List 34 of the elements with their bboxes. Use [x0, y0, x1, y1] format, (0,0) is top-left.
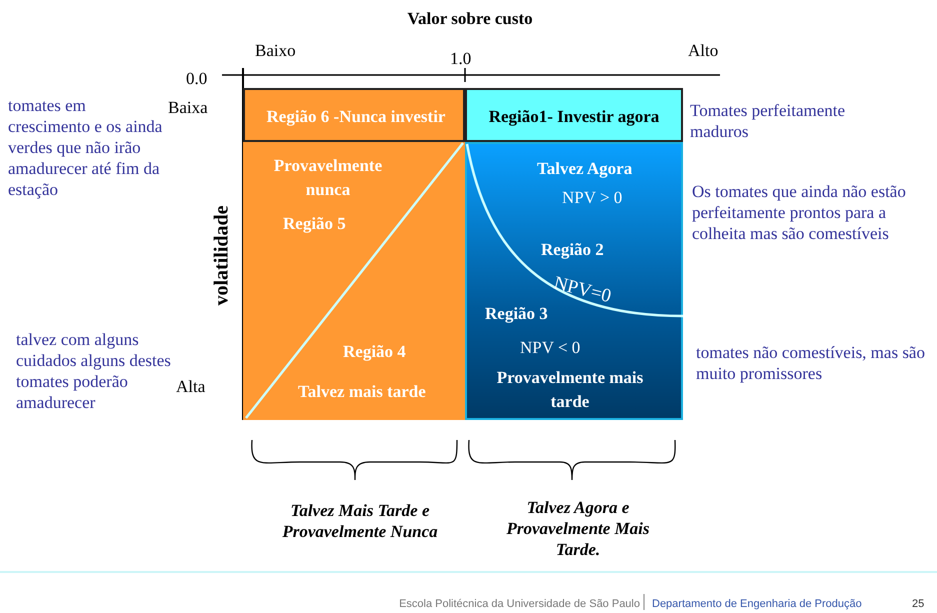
region-label: Talvez mais tarde [298, 381, 427, 403]
page-number: 25 [912, 597, 926, 612]
region-label: NPV < 0 [520, 337, 582, 359]
footer-text: Departamento de Engenharia de Produção [652, 597, 863, 612]
region-label: Provavelmente nunca [272, 155, 384, 201]
region-area [465, 142, 683, 420]
axis-tick-label: 0.0 [186, 68, 208, 89]
axis-tick-label: 1.0 [450, 48, 472, 69]
brace-caption: Talvez Agora e Provavelmente Mais Tarde. [505, 497, 651, 560]
region-label: Região1- Investir agora [488, 106, 660, 128]
note-text: Tomates perfeitamente maduros [690, 100, 846, 142]
region-band [243, 88, 465, 142]
footer-text: Escola Politécnica da Universidade de São Paulo [398, 597, 640, 612]
axis-title: Valor sobre custo [406, 8, 534, 29]
axis-tick-label: Baixo [255, 40, 297, 61]
brace-caption: Talvez Mais Tarde e Provavelmente Nunca [281, 500, 439, 542]
note-text: talvez com alguns cuidados alguns destes tomates poderão amadurecer [16, 329, 172, 413]
region-label: Provavelmente mais tarde [496, 367, 644, 413]
region-label: Região 4 [343, 341, 407, 363]
region-label: NPV > 0 [562, 187, 624, 209]
region-label: Região 2 [541, 239, 605, 261]
axis-title: volatilidade [212, 204, 232, 308]
region-band [465, 88, 683, 142]
note-text: tomates em crescimento e os ainda verdes que não irão amadurecer até fim da estação [8, 95, 164, 200]
region-label: Região 5 [283, 213, 347, 235]
note-text: tomates não comestíveis, mas são muito promissores [696, 342, 926, 384]
curve-label: NPV=0 [552, 272, 614, 310]
region-label: Região 6 -Nunca investir [266, 106, 446, 128]
axis-tick-label: Alta [176, 376, 206, 397]
axis-tick-label: Alto [688, 40, 720, 61]
note-text: Os tomates que ainda não estão perfeitamente prontos para a colheita mas são comestíveis [692, 181, 907, 244]
region-label: Região 3 [485, 303, 549, 325]
region-label: Talvez Agora [537, 158, 634, 180]
axis-tick-label: Baixa [168, 97, 209, 118]
